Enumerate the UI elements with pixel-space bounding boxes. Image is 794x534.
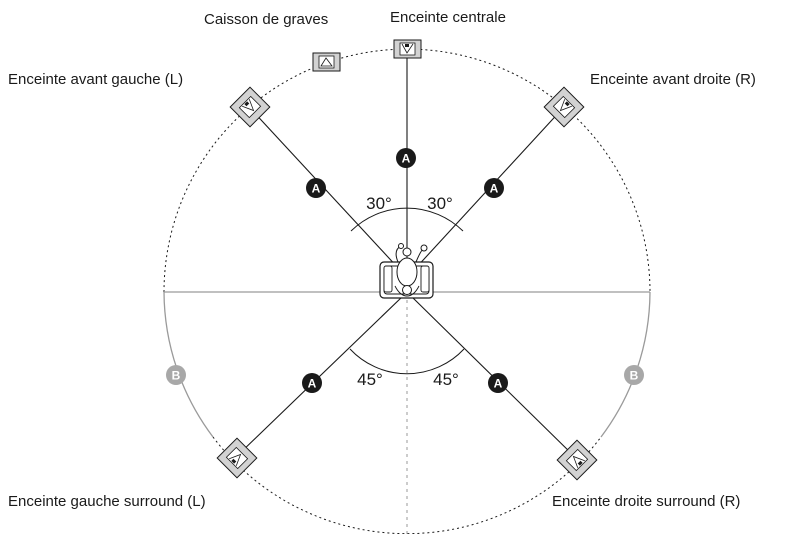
marker-a-center: A: [396, 148, 416, 168]
front-left-speaker: [229, 86, 271, 128]
marker-b-left: B: [166, 365, 186, 385]
label-surround-left: Enceinte gauche surround (L): [8, 493, 206, 510]
marker-a-surround-right: A: [488, 373, 508, 393]
svg-text:A: A: [494, 377, 503, 391]
marker-a-front-left: A: [306, 178, 326, 198]
front-right-speaker: [543, 86, 585, 128]
marker-b-right: B: [624, 365, 644, 385]
label-center: Enceinte centrale: [390, 9, 506, 26]
angle-front-right: 30°: [427, 194, 453, 213]
angle-front-left: 30°: [366, 194, 392, 213]
svg-text:A: A: [402, 152, 411, 166]
surround-right-speaker: [556, 439, 598, 481]
front-angle-arc: [350, 207, 464, 232]
label-front-right: Enceinte avant droite (R): [590, 71, 756, 88]
label-surround-right: Enceinte droite surround (R): [552, 493, 741, 510]
angle-rear-right: 45°: [433, 370, 459, 389]
surround-left-speaker: [216, 437, 258, 479]
circle-left-arc: [163, 291, 214, 438]
rear-angle-arc: [349, 348, 465, 375]
svg-text:B: B: [630, 369, 639, 383]
line-to-surround-left: [237, 295, 404, 456]
label-subwoofer: Caisson de graves: [204, 11, 329, 28]
marker-a-front-right: A: [484, 178, 504, 198]
marker-a-surround-left: A: [302, 373, 322, 393]
label-front-left: Enceinte avant gauche (L): [8, 71, 184, 88]
center-speaker: [393, 39, 422, 59]
circle-rear-arc: [212, 436, 602, 534]
circle-right-arc: [600, 291, 651, 438]
listener-armchair: [379, 243, 434, 299]
angle-rear-left: 45°: [357, 370, 383, 389]
subwoofer-speaker: [312, 52, 341, 72]
svg-text:A: A: [308, 377, 317, 391]
svg-text:A: A: [312, 182, 321, 196]
svg-text:B: B: [172, 369, 181, 383]
svg-text:A: A: [490, 182, 499, 196]
